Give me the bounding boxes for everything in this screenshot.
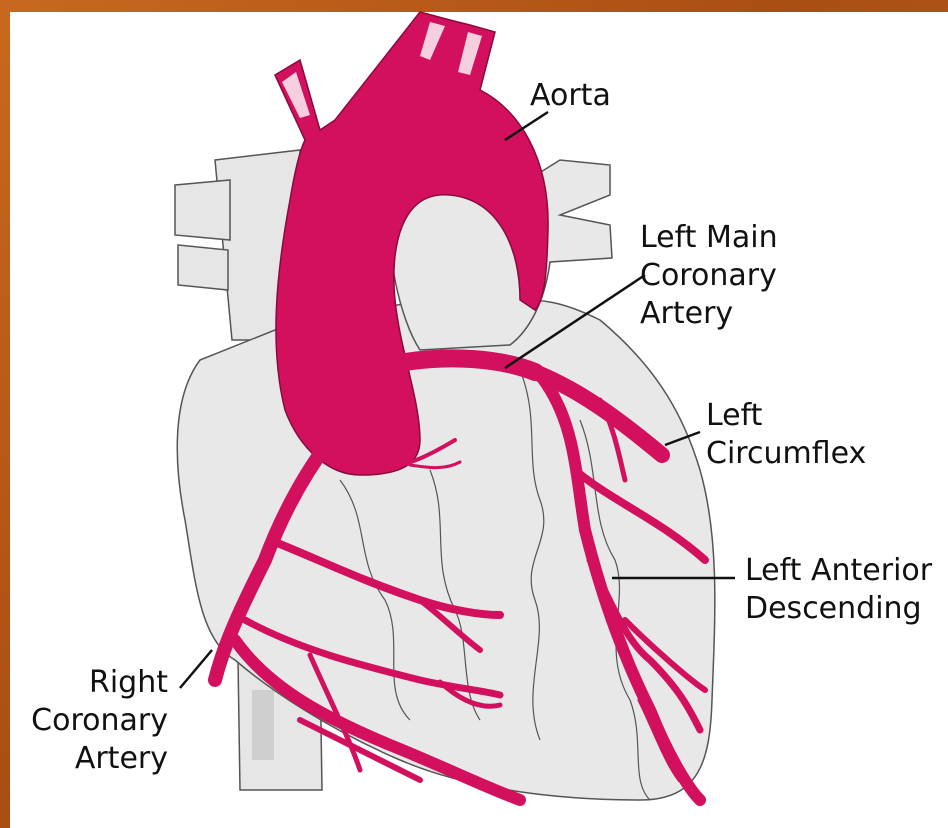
label-circumflex-line2: Circumflex (706, 436, 866, 471)
heart-illustration (175, 150, 715, 800)
label-left-main-line1: Left Main (640, 220, 778, 255)
vena-cava-shadow (252, 690, 274, 760)
label-left-main-line2: Coronary (640, 258, 777, 293)
label-lad-line2: Descending (745, 591, 922, 626)
label-aorta: Aorta (530, 78, 611, 113)
label-rca-line3: Artery (75, 741, 168, 776)
rca-leader (180, 650, 212, 688)
vena-cava-branch (175, 180, 230, 240)
vena-cava-branch-2 (178, 245, 228, 290)
label-lad-line1: Left Anterior (745, 553, 933, 588)
label-left-main-line3: Artery (640, 296, 733, 331)
label-rca-line2: Coronary (31, 703, 168, 738)
label-circumflex-line1: Left (706, 398, 763, 433)
label-rca-line1: Right (89, 665, 168, 700)
